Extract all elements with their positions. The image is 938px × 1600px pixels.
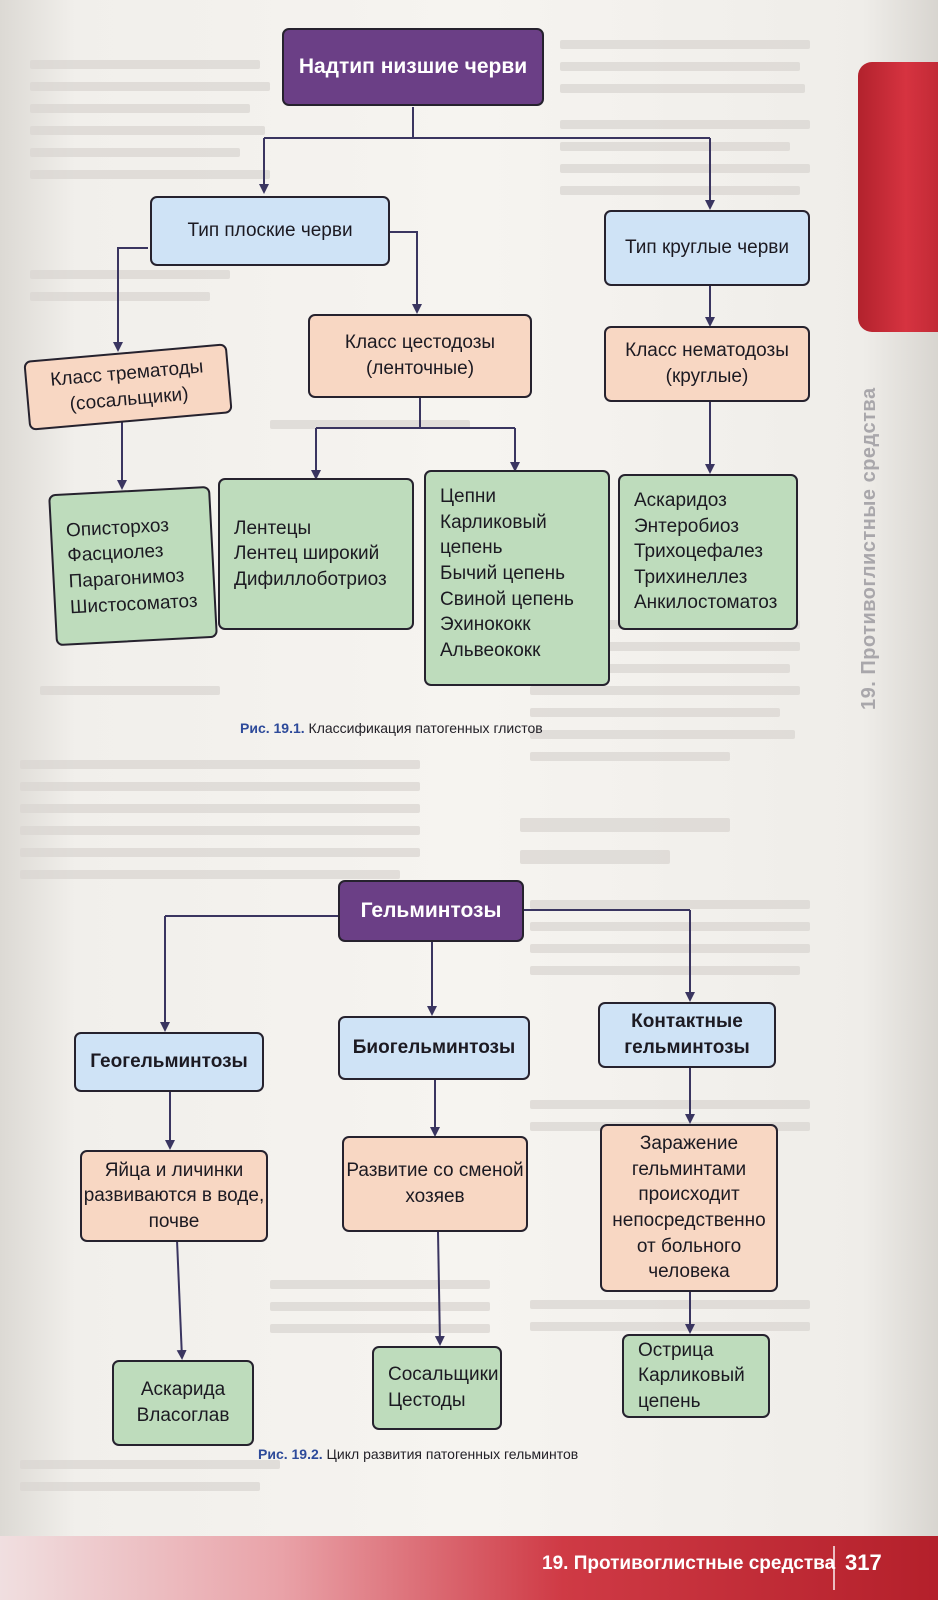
node-roundworms: Тип круглые черви — [604, 210, 810, 286]
list-item: Свиной цепень — [440, 588, 574, 610]
figure-2-caption: Рис. 19.2. Цикл развития патогенных гель… — [258, 1446, 578, 1462]
node-flatworms: Тип плоские черви — [150, 196, 390, 266]
node-contact-examples: Острица Карликовый цепень — [622, 1334, 770, 1418]
arrow-to-trematodes — [113, 247, 148, 352]
caption-text: Цикл развития патогенных гельминтов — [326, 1446, 579, 1462]
list-item: Цестоды — [388, 1390, 466, 1411]
list-item: Власоглав — [136, 1405, 230, 1426]
list-item: Карликовый цепень — [638, 1365, 745, 1412]
list-item: Бычий цепень — [440, 562, 566, 584]
list-item: Альвеококк — [440, 639, 541, 661]
node-biohelminthiases: Биогельминтозы — [338, 1016, 530, 1080]
caption-number: Рис. 19.2. — [258, 1446, 323, 1462]
list-item: Анкилостоматоз — [634, 592, 778, 614]
list-item: Аскарида — [140, 1379, 226, 1401]
chapter-thumb-tab — [858, 62, 938, 332]
list-nematodes: Аскаридоз Энтеробиоз Трихоцефалез Трихин… — [618, 474, 798, 630]
node-bio-description: Развитие со сменой хозяев — [342, 1136, 528, 1232]
list-item: Острица — [638, 1339, 714, 1361]
list-item: Лентец широкий — [234, 543, 380, 565]
list-item: Карликовый цепень — [440, 511, 547, 559]
arrow-to-geo-examples — [176, 1239, 187, 1360]
caption-number: Рис. 19.1. — [240, 720, 305, 736]
arrow-to-bio-examples — [434, 1231, 445, 1346]
list-item: Трихинеллез — [634, 566, 748, 588]
node-geo-examples: Аскарида Власоглав — [112, 1360, 254, 1446]
list-item: Цепни — [440, 486, 497, 507]
list-item: Энтеробиоз — [634, 515, 739, 537]
page-number: 317 — [845, 1550, 882, 1575]
list-trematodes: Описторхоз Фасциолез Парагонимоз Шистосо… — [48, 485, 218, 647]
figure-1-caption: Рис. 19.1. Классификация патогенных глис… — [240, 720, 543, 736]
list-item: Трихоцефалез — [634, 541, 763, 563]
node-nematodes: Класс нематодозы (круглые) — [604, 326, 810, 402]
node-geo-description: Яйца и личинки развиваются в воде, почве — [80, 1150, 268, 1242]
root-node-helminthiases: Гельминтозы — [338, 880, 524, 942]
list-cestodes-tsepni: Цепни Карликовый цепень Бычий цепень Сви… — [424, 470, 610, 686]
footer-divider — [833, 1546, 835, 1590]
node-geohelminthiases: Геогельминтозы — [74, 1032, 264, 1092]
list-item: Сосальщики — [388, 1364, 499, 1386]
list-item: Лентецы — [234, 517, 312, 539]
node-cestodes: Класс цестодозы (ленточные) — [308, 314, 532, 398]
list-cestodes-lentets: Лентецы Лентец широкий Дифиллоботриоз — [218, 478, 414, 630]
node-contact-description: Заражение гельминтами происходит непосре… — [600, 1124, 778, 1292]
node-contact-helminthiases: Контактные гельминтозы — [598, 1002, 776, 1068]
list-item: Аскаридоз — [634, 489, 727, 511]
footer-band — [0, 1536, 938, 1600]
caption-text: Классификация патогенных глистов — [308, 720, 543, 736]
list-item: Дифиллоботриоз — [234, 568, 387, 590]
node-bio-examples: Сосальщики Цестоды — [372, 1346, 502, 1430]
list-item: Эхинококк — [440, 614, 531, 636]
footer-section-title: 19. Противоглистные средства — [542, 1553, 836, 1574]
root-node-lower-worms: Надтип низшие черви — [282, 28, 544, 106]
arrow-to-cestodes — [389, 231, 422, 314]
